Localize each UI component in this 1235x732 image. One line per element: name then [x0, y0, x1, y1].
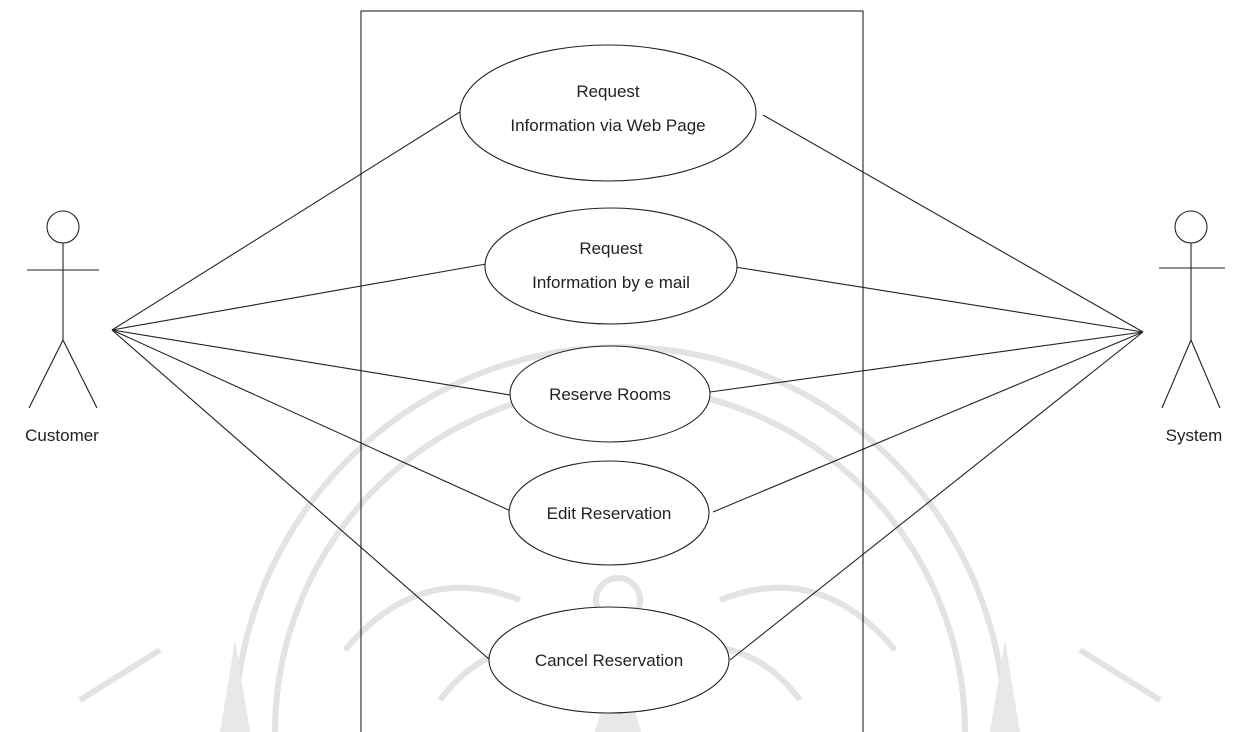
- use-case-label-line: Cancel Reservation: [535, 651, 683, 670]
- association-customer-uc5: [111, 329, 491, 661]
- use-case-label-line: Information by e mail: [532, 273, 690, 292]
- association-system-uc1: [762, 114, 1144, 333]
- use-case-label-line: Request: [576, 82, 640, 101]
- association-system-uc3: [709, 331, 1144, 393]
- association-system-uc2: [734, 266, 1144, 333]
- associations: [111, 109, 1144, 661]
- use-case-request-info-email[interactable]: Request Information by e mail: [484, 207, 738, 325]
- stick-figure-icon: [27, 210, 99, 409]
- system-boundary: [360, 10, 864, 732]
- use-case-ellipse: [488, 606, 730, 714]
- use-case-cancel-reservation[interactable]: Cancel Reservation: [488, 606, 730, 714]
- actor-customer[interactable]: Customer: [25, 210, 99, 445]
- actor-label: System: [1166, 426, 1223, 445]
- use-case-edit-reservation[interactable]: Edit Reservation: [508, 460, 710, 566]
- association-system-uc4: [712, 331, 1144, 513]
- use-case-label-line: Reserve Rooms: [549, 385, 671, 404]
- association-customer-uc1: [111, 109, 464, 331]
- use-case-label-line: Information via Web Page: [510, 116, 705, 135]
- association-customer-uc3: [111, 329, 511, 396]
- actor-system[interactable]: System: [1159, 210, 1225, 445]
- use-case-ellipse: [459, 44, 757, 182]
- use-case-request-info-web[interactable]: Request Information via Web Page: [459, 44, 757, 182]
- association-customer-uc4: [111, 329, 514, 513]
- use-case-reserve-rooms[interactable]: Reserve Rooms: [509, 345, 711, 443]
- use-case-label-line: Edit Reservation: [547, 504, 672, 523]
- use-case-ellipse: [484, 207, 738, 325]
- association-customer-uc2: [111, 263, 487, 331]
- use-case-ellipse: [509, 345, 711, 443]
- association-system-uc5: [729, 331, 1144, 661]
- use-case-label-line: Request: [579, 239, 643, 258]
- actor-label: Customer: [25, 426, 99, 445]
- use-case-ellipse: [508, 460, 710, 566]
- stick-figure-icon: [1159, 210, 1225, 409]
